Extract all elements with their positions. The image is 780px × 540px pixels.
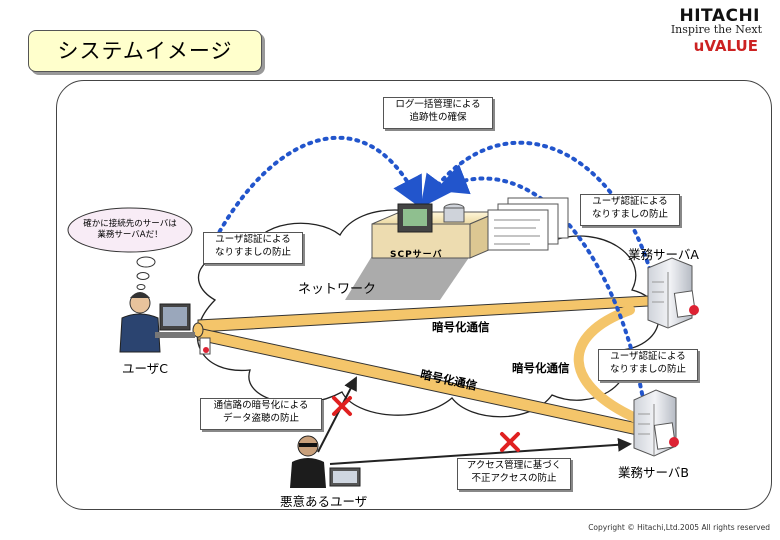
malicious-user-icon [290, 435, 361, 488]
server-b-icon [633, 389, 679, 457]
callout-server-b-auth: ユーザ認証による なりすましの防止 [598, 349, 698, 381]
server-a-label: 業務サーバA [628, 247, 699, 262]
user-thought-text: 確かに接続先のサーバは 業務サーバAだ！ [83, 219, 177, 240]
thought-bubble [67, 207, 193, 253]
callout-encryption: 通信路の暗号化による データ盗聴の防止 [200, 398, 322, 430]
copyright-notice: Copyright © Hitachi,Ltd.2005 All rights … [588, 523, 770, 532]
slide-title: システムイメージ [28, 30, 262, 72]
hitachi-logo: HITACHI [679, 6, 760, 26]
callout-log-management: ログ一括管理による 追跡性の確保 [383, 97, 493, 129]
blocked-access-mark [500, 432, 520, 452]
thought-bubble-trail [136, 256, 156, 290]
callout-user-auth: ユーザ認証による なりすましの防止 [203, 232, 303, 264]
user-c-label: ユーザC [122, 361, 168, 376]
network-label: ネットワーク [298, 282, 377, 297]
server-b-label: 業務サーバB [618, 465, 689, 480]
scp-server-label: SCPサーバ [390, 250, 443, 260]
log-documents-icon [487, 197, 569, 251]
user-c-icon [119, 292, 211, 355]
attack-arrows [317, 376, 632, 465]
server-a-icon [647, 257, 699, 329]
encrypted-label-top: 暗号化通信 [432, 320, 490, 334]
encrypted-label-ab: 暗号化通信 [512, 361, 570, 375]
logo-tagline: Inspire the Next [670, 23, 762, 36]
malicious-user-label: 悪意あるユーザ [280, 494, 368, 509]
uvalue-logo: uVALUE [693, 37, 758, 55]
callout-access-control: アクセス管理に基づく 不正アクセスの防止 [457, 458, 571, 490]
callout-server-a-auth: ユーザ認証による なりすましの防止 [580, 194, 680, 226]
blocked-eavesdrop-mark [332, 396, 352, 416]
